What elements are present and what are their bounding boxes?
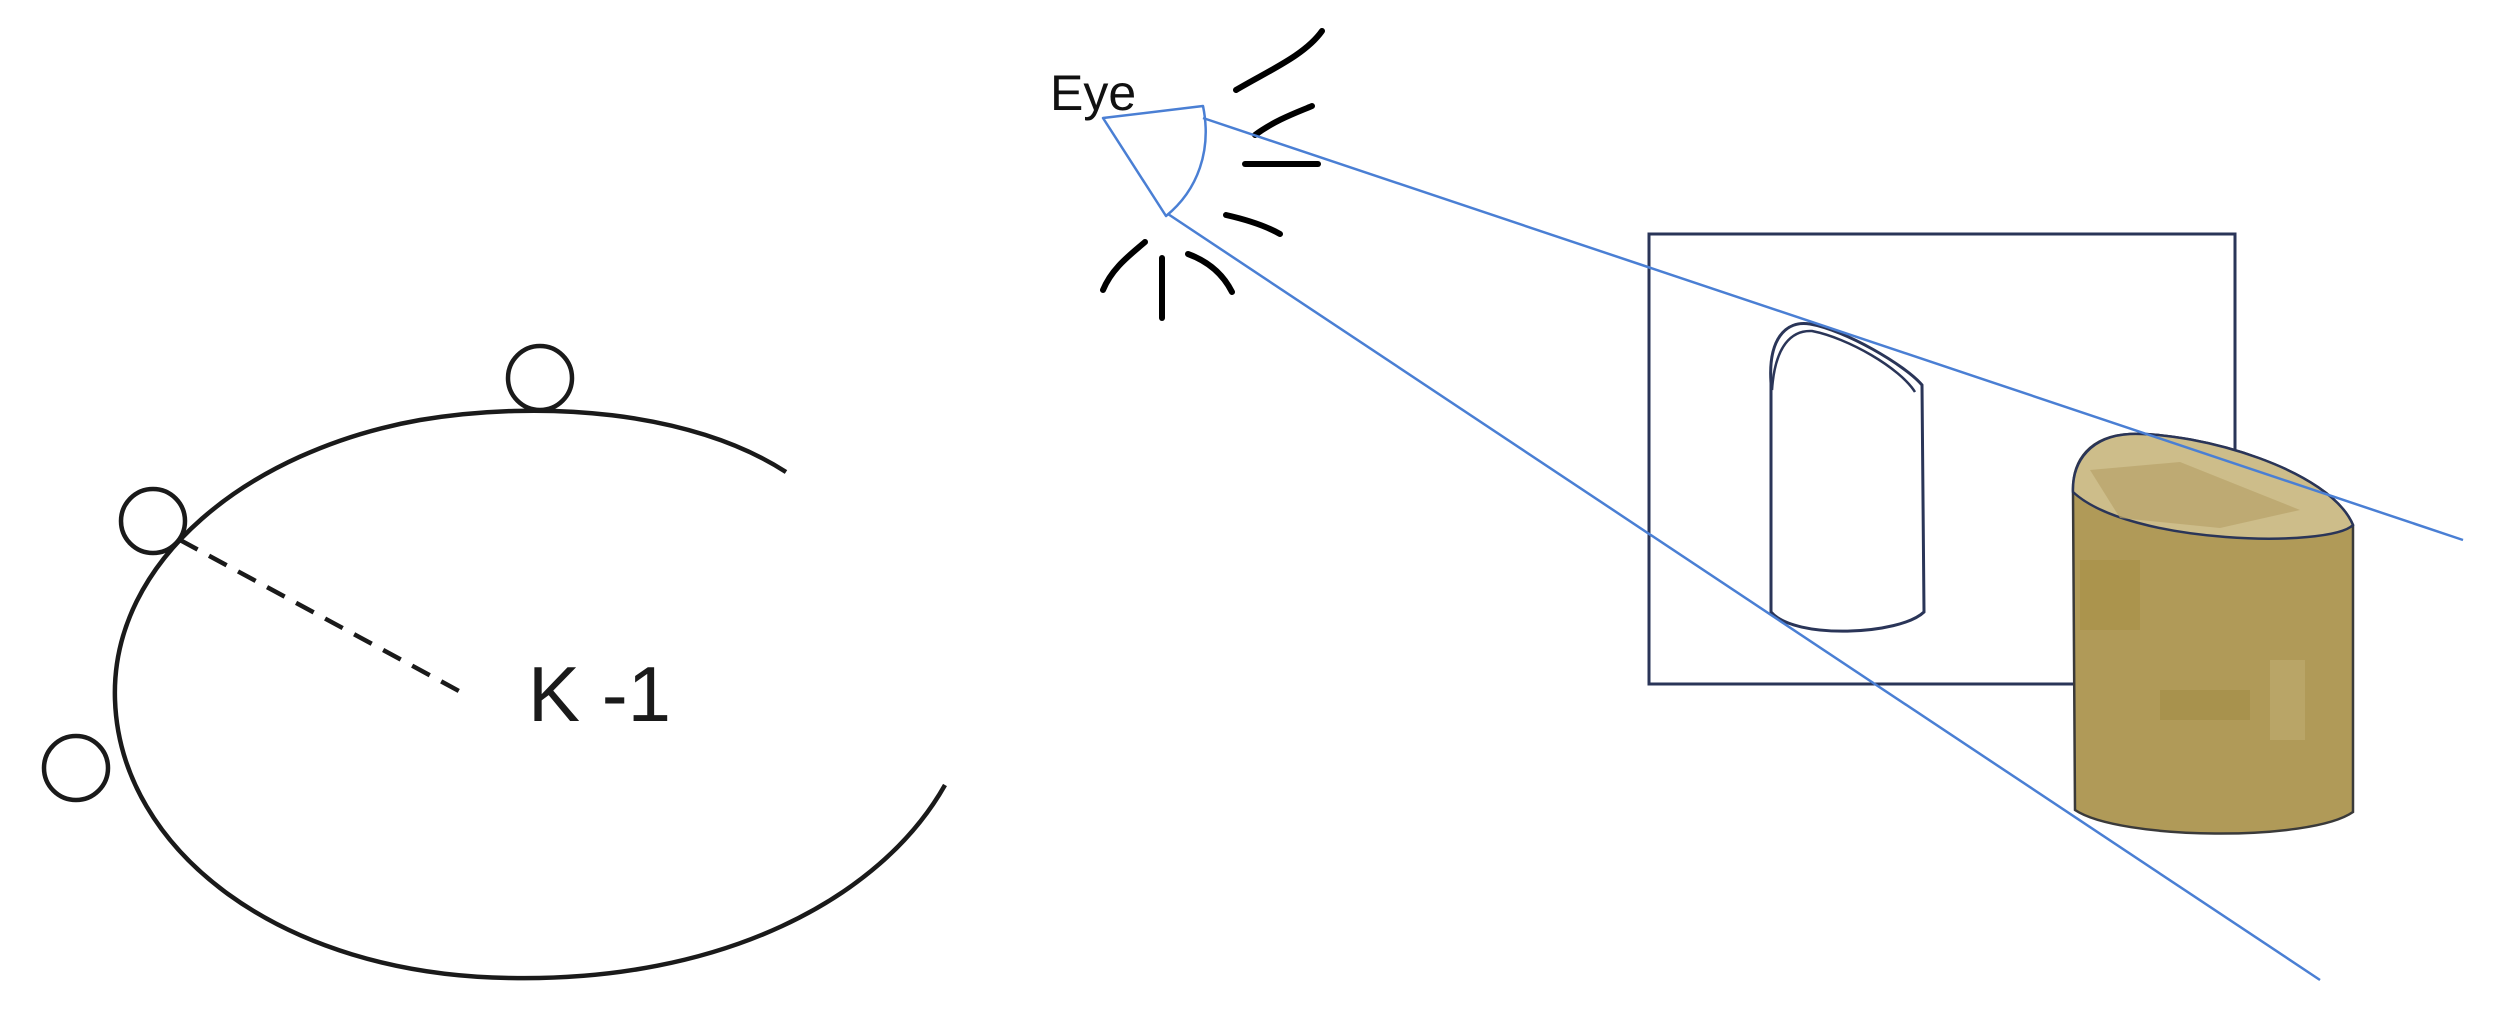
sight-line-lower (1167, 212, 2321, 982)
eye-ray (1252, 103, 1315, 138)
eye-ray (1233, 28, 1325, 93)
small-circle-left (118, 486, 188, 556)
sight-line-upper (1202, 116, 2464, 542)
cylinder-texture (2270, 660, 2305, 740)
outline-cylinder-rim (1770, 329, 1917, 393)
oval-arc (112, 408, 947, 981)
small-circle-top (505, 343, 575, 413)
cylinder-texture (2160, 690, 2250, 720)
small-circle-bottom-left (41, 733, 111, 803)
k-minus-one-label: K -1 (528, 650, 671, 738)
outline-cylinder (1769, 322, 1926, 633)
cylinder-texture (2080, 560, 2140, 630)
eye-ray (1100, 239, 1148, 293)
eye-ray (1223, 212, 1283, 237)
solid-cylinder (2071, 432, 2355, 835)
left-diagram: K -1 (41, 343, 947, 981)
eye-label: Eye (1050, 65, 1136, 121)
eye-icon (1101, 104, 1207, 218)
eye-ray (1185, 251, 1235, 295)
eye-rays (1100, 28, 1325, 321)
right-diagram: Eye (1050, 28, 2464, 982)
cylinder-texture (2090, 462, 2300, 528)
dashed-radius-line (178, 538, 472, 699)
